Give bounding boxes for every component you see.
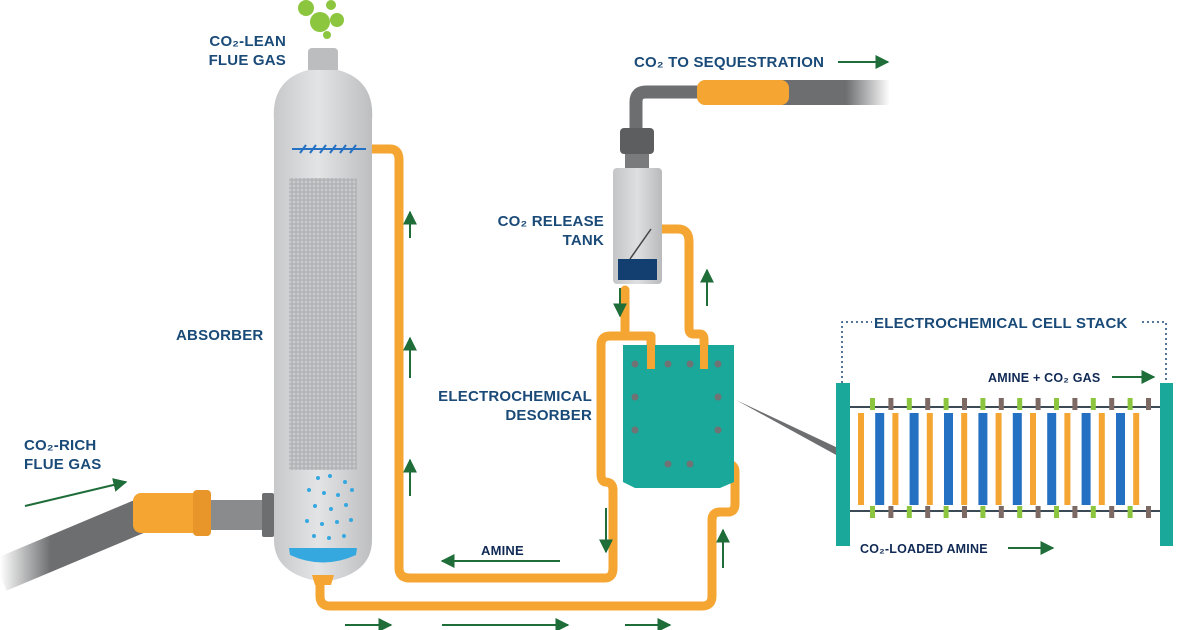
cell-tab [870,506,875,518]
inlet-coupling [133,490,211,536]
cell-tab [1109,506,1115,518]
spray-header [292,144,366,154]
cell-electrode [909,413,919,505]
cell-electrode [1012,413,1022,505]
cell-tab [1072,506,1078,518]
label-co2-lean-line1: CO₂-LEAN [209,33,286,50]
absorber-vessel [273,48,373,585]
cell-tab [925,398,931,410]
cell-tab [1054,398,1059,410]
inlet-gas-pipe [0,493,275,591]
label-co2-lean-line2: FLUE GAS [208,52,286,69]
flow-arrows [24,55,1156,630]
cell-tab [998,506,1004,518]
label-co2-lean-flue-gas: CO₂-LEAN FLUE GAS [170,32,286,70]
end-plate-left [836,383,850,546]
cell-tab [1035,506,1041,518]
label-electrochemical-desorber: ELECTROCHEMICAL DESORBER [416,387,592,425]
cell-membrane [961,413,968,505]
liquid-pool [289,548,357,563]
cell-membrane [1133,413,1140,505]
co2-release-tank [613,168,662,284]
cell-tab [1090,506,1096,518]
zoom-callout-wedge [736,400,838,456]
cell-membrane [1030,413,1036,505]
electrochemical-cell-stack [836,383,1173,546]
cell-tab [1035,398,1041,410]
cell-membrane [858,413,864,505]
cell-tab [1146,398,1151,410]
cell-electrode [1081,413,1091,505]
cell-electrode [1047,413,1057,505]
packing-mesh [289,178,357,470]
cell-tab [980,398,986,410]
cell-electrode [944,413,953,505]
cell-electrode [1116,413,1125,505]
label-electrochemical-line2: DESORBER [505,407,592,424]
cell-membrane [1098,413,1105,505]
label-co2-rich-line1: CO₂-RICH [24,437,97,454]
cell-tab [1017,398,1023,410]
electrochemical-desorber [623,345,734,488]
label-electrochemical-line1: ELECTROCHEMICAL [438,388,592,405]
label-co2-loaded-amine: CO₂-LOADED AMINE [860,542,988,556]
cell-tab [888,398,894,410]
cell-tab [943,398,949,410]
cell-membrane [926,413,933,505]
cell-tab [888,506,894,518]
cell-membrane [995,413,1002,505]
cell-tab [998,398,1004,410]
cell-tab [1127,398,1133,410]
sequestration-pipe [620,80,890,170]
label-amine: AMINE [481,543,524,558]
cell-tab [925,506,931,518]
arrow-inlet-gas [24,478,128,507]
cell-membrane [892,413,899,505]
cell-tab [943,506,949,518]
cell-tab [1090,398,1096,410]
label-co2-release-line1: CO₂ RELEASE [497,213,604,230]
cell-tab [980,506,986,518]
cell-tab [962,506,967,518]
label-co2-release-line2: TANK [562,232,604,249]
label-co2-rich-line2: FLUE GAS [24,456,102,473]
cell-tab [962,398,967,410]
cell-tab [1054,506,1059,518]
cell-tab [870,398,875,410]
cell-membrane [1064,413,1071,505]
end-plate-right [1160,383,1173,546]
cell-tab [1072,398,1078,410]
cell-electrode [875,413,885,505]
cell-tab [1109,398,1115,410]
cell-tab [1127,506,1133,518]
cell-tab [906,398,912,410]
cell-electrode [978,413,988,505]
label-electrochemical-cell-stack: ELECTROCHEMICAL CELL STACK [874,315,1128,332]
label-co2-to-sequestration: CO₂ TO SEQUESTRATION [634,54,825,71]
label-amine-co2-gas: AMINE + CO₂ GAS [988,371,1101,385]
cell-tab [1146,506,1151,518]
label-absorber: ABSORBER [176,327,264,344]
co2-lean-gas-bubbles [298,0,344,39]
cell-tab [906,506,912,518]
cell-tab [1017,506,1023,518]
liquid-droplets [305,474,354,540]
label-co2-rich-flue-gas: CO₂-RICH FLUE GAS [24,436,144,474]
cell-stack-bracket [841,321,1167,383]
label-co2-release-tank: CO₂ RELEASE TANK [480,212,604,250]
